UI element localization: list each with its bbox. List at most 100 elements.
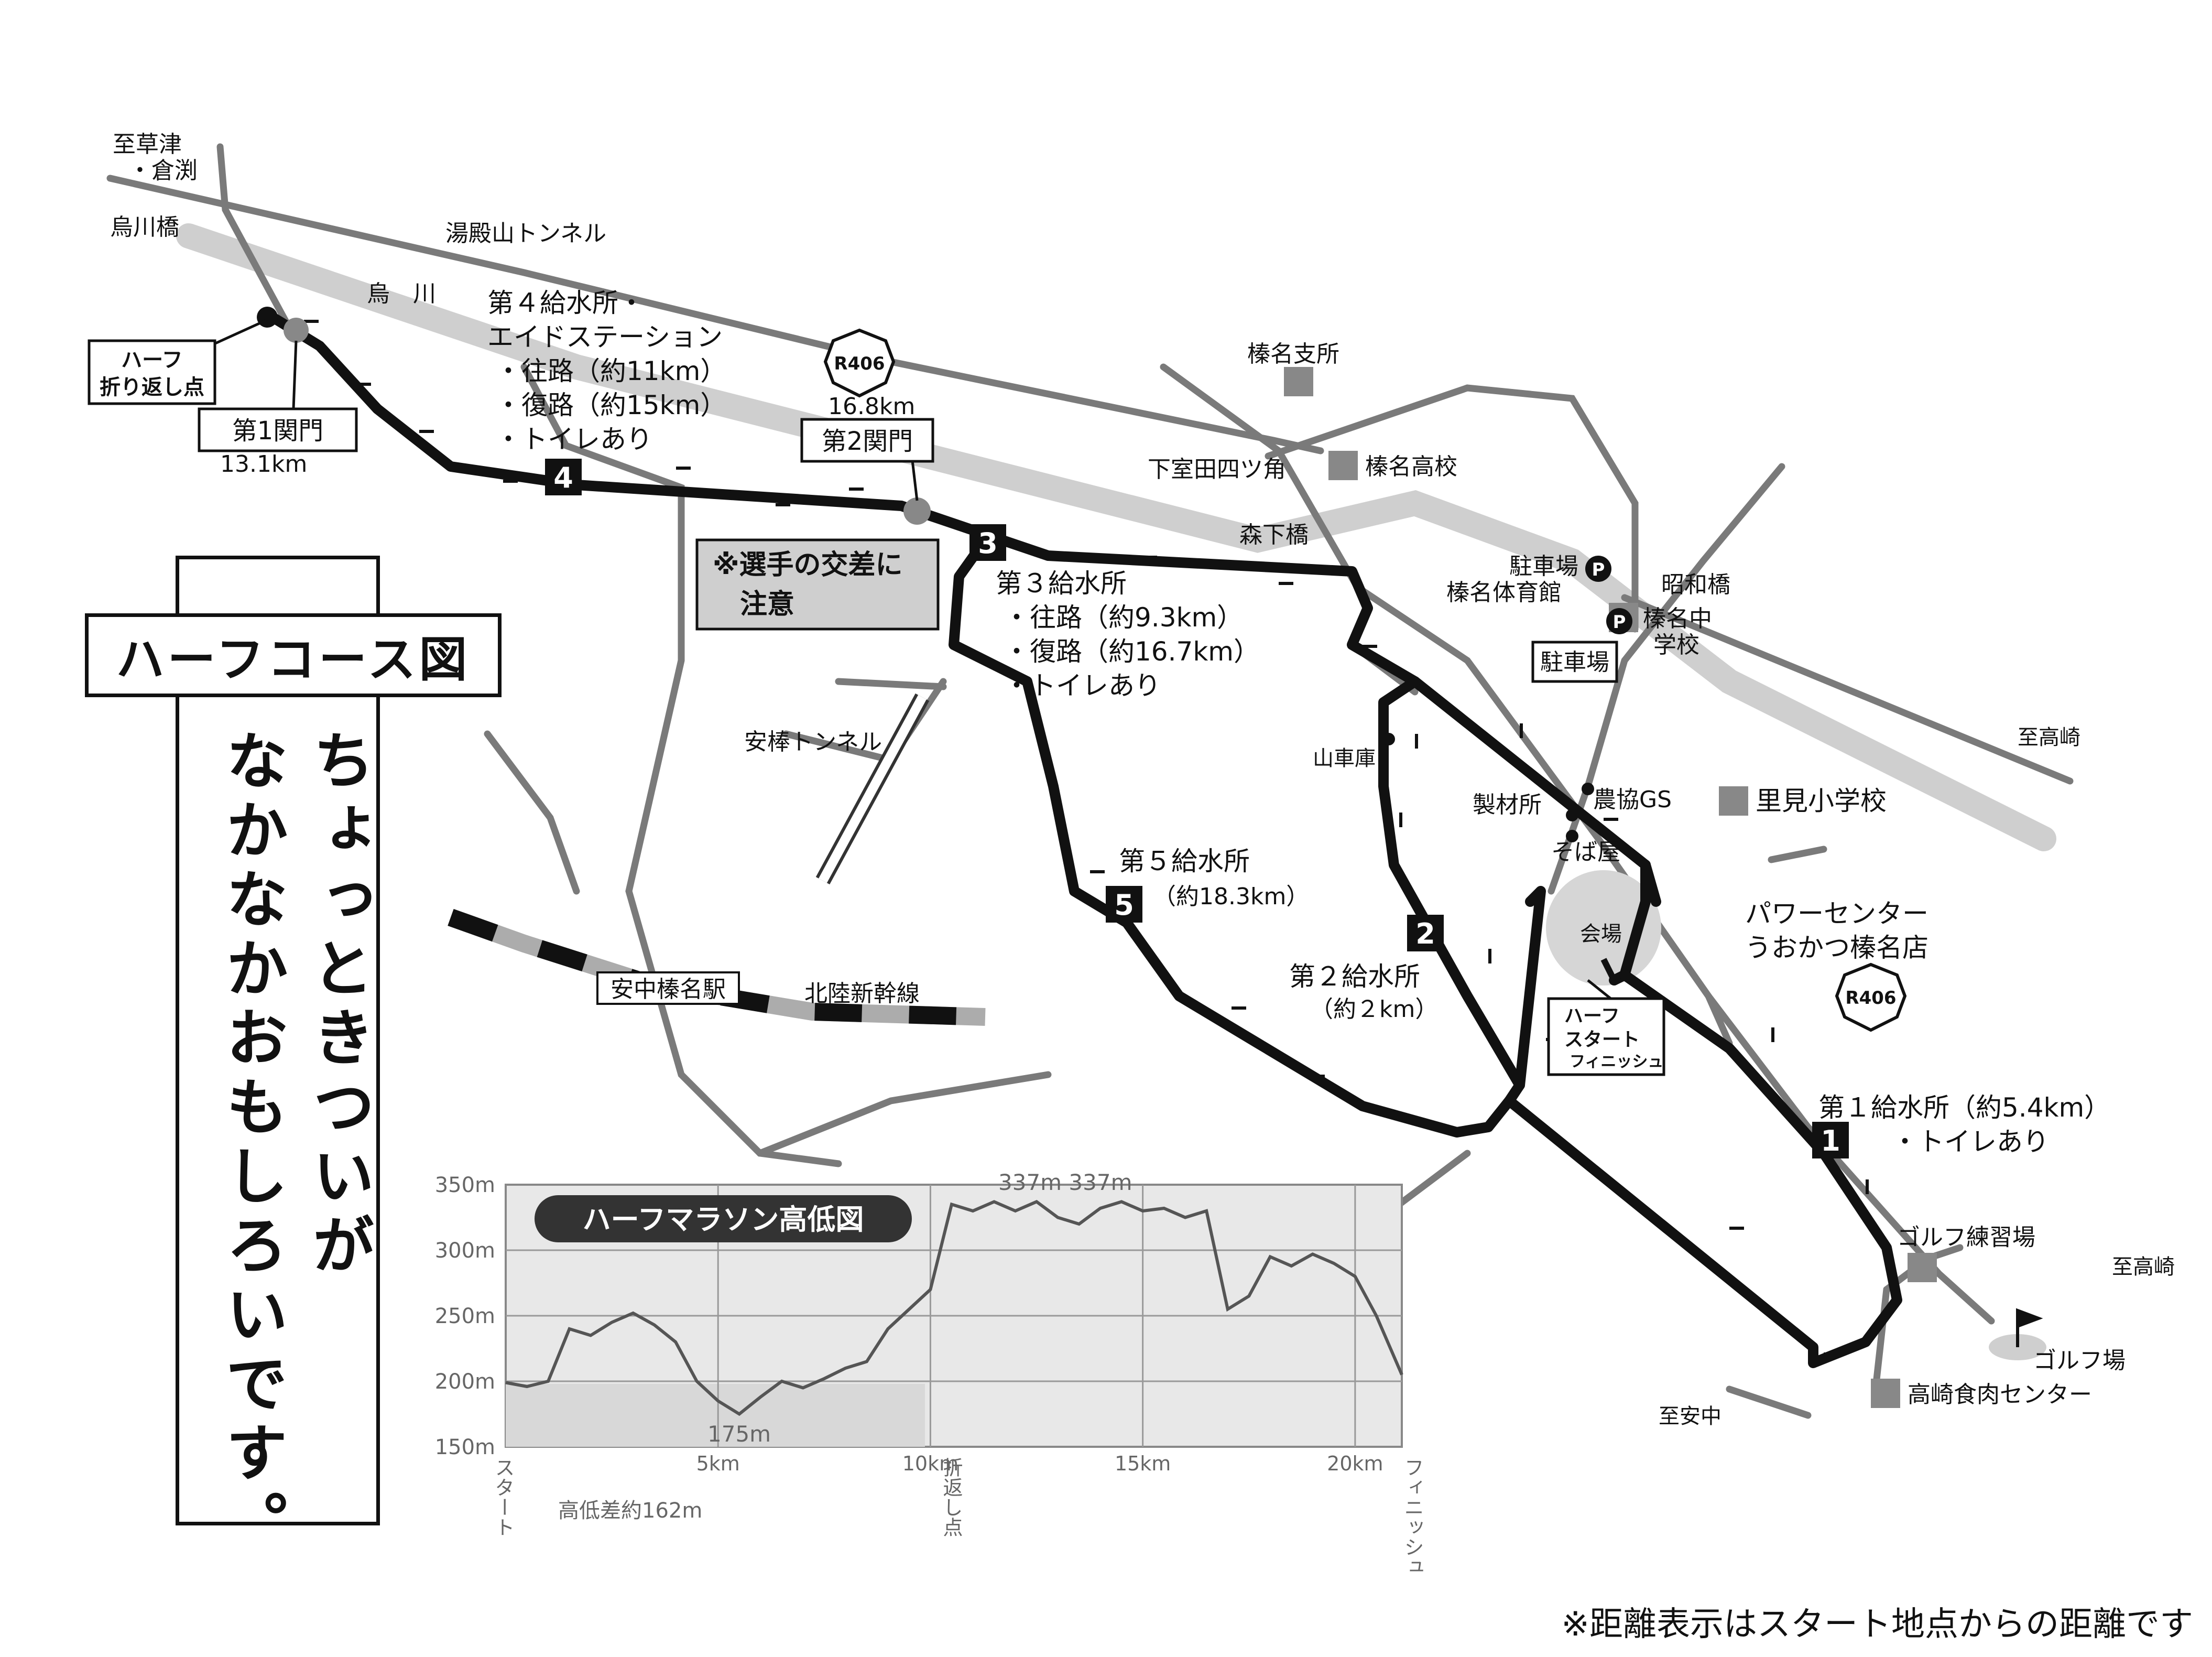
gate1-label: 第1関門 — [198, 407, 358, 452]
svg-text:1: 1 — [1821, 1124, 1840, 1157]
aid3-line3: ・復路（約16.7km） — [1004, 636, 1260, 667]
caution-label: ※選手の交差に 注意 — [695, 538, 940, 631]
aid4-line2: エイドステーション — [487, 322, 723, 352]
x-tick-label: 15km — [1115, 1452, 1171, 1475]
label-yamashako: 山車庫 — [1313, 746, 1376, 771]
label-to-annaka: 至安中 — [1659, 1404, 1721, 1428]
y-tick-label: 150m — [435, 1435, 495, 1459]
aid5-line2: （約18.3km） — [1153, 883, 1309, 910]
elevation-line — [505, 1200, 1403, 1416]
label-venue: 会場 — [1580, 922, 1622, 946]
power-center-1: パワーセンター — [1745, 898, 1928, 929]
aid2-line1: 第２給水所 — [1289, 961, 1420, 992]
x-tick-label: スタート — [492, 1457, 515, 1537]
turnaround-label: ハーフ 折り返し点 — [88, 339, 216, 405]
x-tick-label: 10km — [902, 1452, 958, 1475]
svg-text:駐車場: 駐車場 — [1540, 649, 1609, 676]
profile-title: ハーフマラソン高低図 — [583, 1203, 864, 1236]
label-yudonoyama-tunnel: 湯殿山トンネル — [445, 220, 606, 247]
x-tick-label: 5km — [696, 1452, 740, 1475]
y-tick-label: 350m — [435, 1173, 495, 1197]
label-karasugawa-bashi: 烏川橋 — [110, 214, 179, 241]
svg-text:フィニッシュ: フィニッシュ — [1570, 1053, 1663, 1071]
aid3-line2: ・往路（約9.3km） — [1004, 602, 1243, 633]
start-finish-label: ハーフ スタート フィニッシュ — [1547, 997, 1665, 1076]
label-karasu-river: 烏 川 — [367, 280, 436, 307]
gate1-point — [284, 318, 309, 343]
label-antsuna-tunnel: 安棒トンネル — [744, 729, 882, 755]
karasu-river — [176, 223, 2056, 851]
svg-text:第2関門: 第2関門 — [822, 427, 913, 456]
aid4-line3: ・往路（約11km） — [495, 356, 726, 386]
svg-text:注意: 注意 — [713, 589, 794, 620]
svg-text:R406: R406 — [1845, 988, 1896, 1009]
svg-text:P: P — [1613, 612, 1626, 633]
label-to-takasaki-1: 至高崎 — [2018, 725, 2080, 750]
golf-flag-icon — [2016, 1308, 2043, 1347]
aid3-line1: 第３給水所 — [996, 568, 1127, 599]
label-parking1: 駐車場 — [1509, 553, 1578, 580]
svg-text:スタート: スタート — [1564, 1029, 1640, 1050]
gate2-point — [903, 497, 931, 525]
label-showa: 昭和橋 — [1661, 571, 1730, 598]
svg-text:安中榛名駅: 安中榛名駅 — [611, 976, 726, 1003]
y-tick-label: 300m — [435, 1239, 495, 1263]
aid5-line1: 第５給水所 — [1119, 846, 1250, 876]
svg-text:P: P — [1592, 559, 1605, 580]
label-nokyo: 農協GS — [1593, 786, 1672, 813]
parking2-label: 駐車場 — [1531, 641, 1618, 683]
svg-text:R406: R406 — [834, 353, 885, 374]
svg-text:ハーフ: ハーフ — [121, 348, 183, 372]
label-haruna-jhs-1: 榛名中 — [1643, 605, 1712, 632]
svg-text:※選手の交差に: ※選手の交差に — [713, 549, 903, 581]
svg-text:5: 5 — [1114, 889, 1134, 922]
roads — [106, 143, 2074, 1419]
aid-markers: 1 2 3 4 5 — [545, 459, 1849, 1158]
label-to-takasaki-2: 至高崎 — [2112, 1255, 2175, 1279]
parking-icons: P P — [1585, 556, 1632, 634]
y-tick-label: 250m — [435, 1304, 495, 1328]
aid4-line1: 第４給水所・ — [487, 288, 645, 318]
label-haruna-jhs-2: 学校 — [1653, 632, 1699, 658]
tagline-line-2: なかなかおもしろいです。 — [215, 729, 288, 1559]
profile-title-pill — [535, 1195, 912, 1242]
x-tick-label: 折返し点 — [940, 1457, 963, 1537]
tagline-line-1: ちょっときついが — [302, 729, 374, 1282]
svg-text:ハーフ: ハーフ — [1564, 1005, 1620, 1027]
label-km-168: 16.8km — [828, 393, 915, 420]
r406-shield-top: R406 — [823, 328, 896, 398]
svg-text:折り返し点: 折り返し点 — [100, 375, 204, 399]
aid1-line2: ・トイレあり — [1892, 1127, 2049, 1157]
label-sobaya: そば屋 — [1551, 839, 1620, 865]
label-golf-course: ゴルフ場 — [2033, 1347, 2126, 1374]
label-haruna-shisho: 榛名支所 — [1247, 341, 1339, 367]
distance-note: ※距離表示はスタート地点からの距離です — [1561, 1605, 2193, 1644]
y-tick-label: 200m — [435, 1370, 495, 1394]
aid4-line5: ・トイレあり — [495, 424, 652, 454]
aid1-line1: 第１給水所（約5.4km） — [1818, 1092, 2110, 1123]
low-label: 175m — [707, 1421, 771, 1447]
aid4-line4: ・復路（約15km） — [495, 390, 726, 420]
svg-text:4: 4 — [553, 461, 573, 494]
label-seizaisho: 製材所 — [1473, 792, 1542, 818]
label-kusatsu-1: 至草津 — [113, 131, 182, 158]
title-box: ハーフコース図 — [85, 613, 502, 697]
label-satomi: 里見小学校 — [1756, 786, 1887, 816]
label-gym: 榛名体育館 — [1446, 579, 1562, 606]
power-center-2: うおかつ榛名店 — [1745, 933, 1928, 963]
svg-text:3: 3 — [978, 527, 998, 560]
label-kusatsu-2: ・倉渕 — [128, 157, 198, 184]
peak-label: 337m 337m — [998, 1169, 1132, 1195]
svg-text:2: 2 — [1415, 917, 1435, 950]
label-shimomuroda: 下室田四ツ角 — [1148, 456, 1286, 483]
label-meat-center: 高崎食肉センター — [1908, 1381, 2092, 1408]
label-gate1-km: 13.1km — [220, 451, 307, 478]
label-golf-range: ゴルフ練習場 — [1897, 1224, 2035, 1251]
title-text: ハーフコース図 — [116, 631, 471, 688]
title-post — [176, 556, 380, 1525]
x-tick-label: フィニッシュ — [1401, 1457, 1424, 1577]
station-label: 安中榛名駅 — [596, 971, 740, 1005]
label-morishita: 森下橋 — [1239, 522, 1309, 548]
